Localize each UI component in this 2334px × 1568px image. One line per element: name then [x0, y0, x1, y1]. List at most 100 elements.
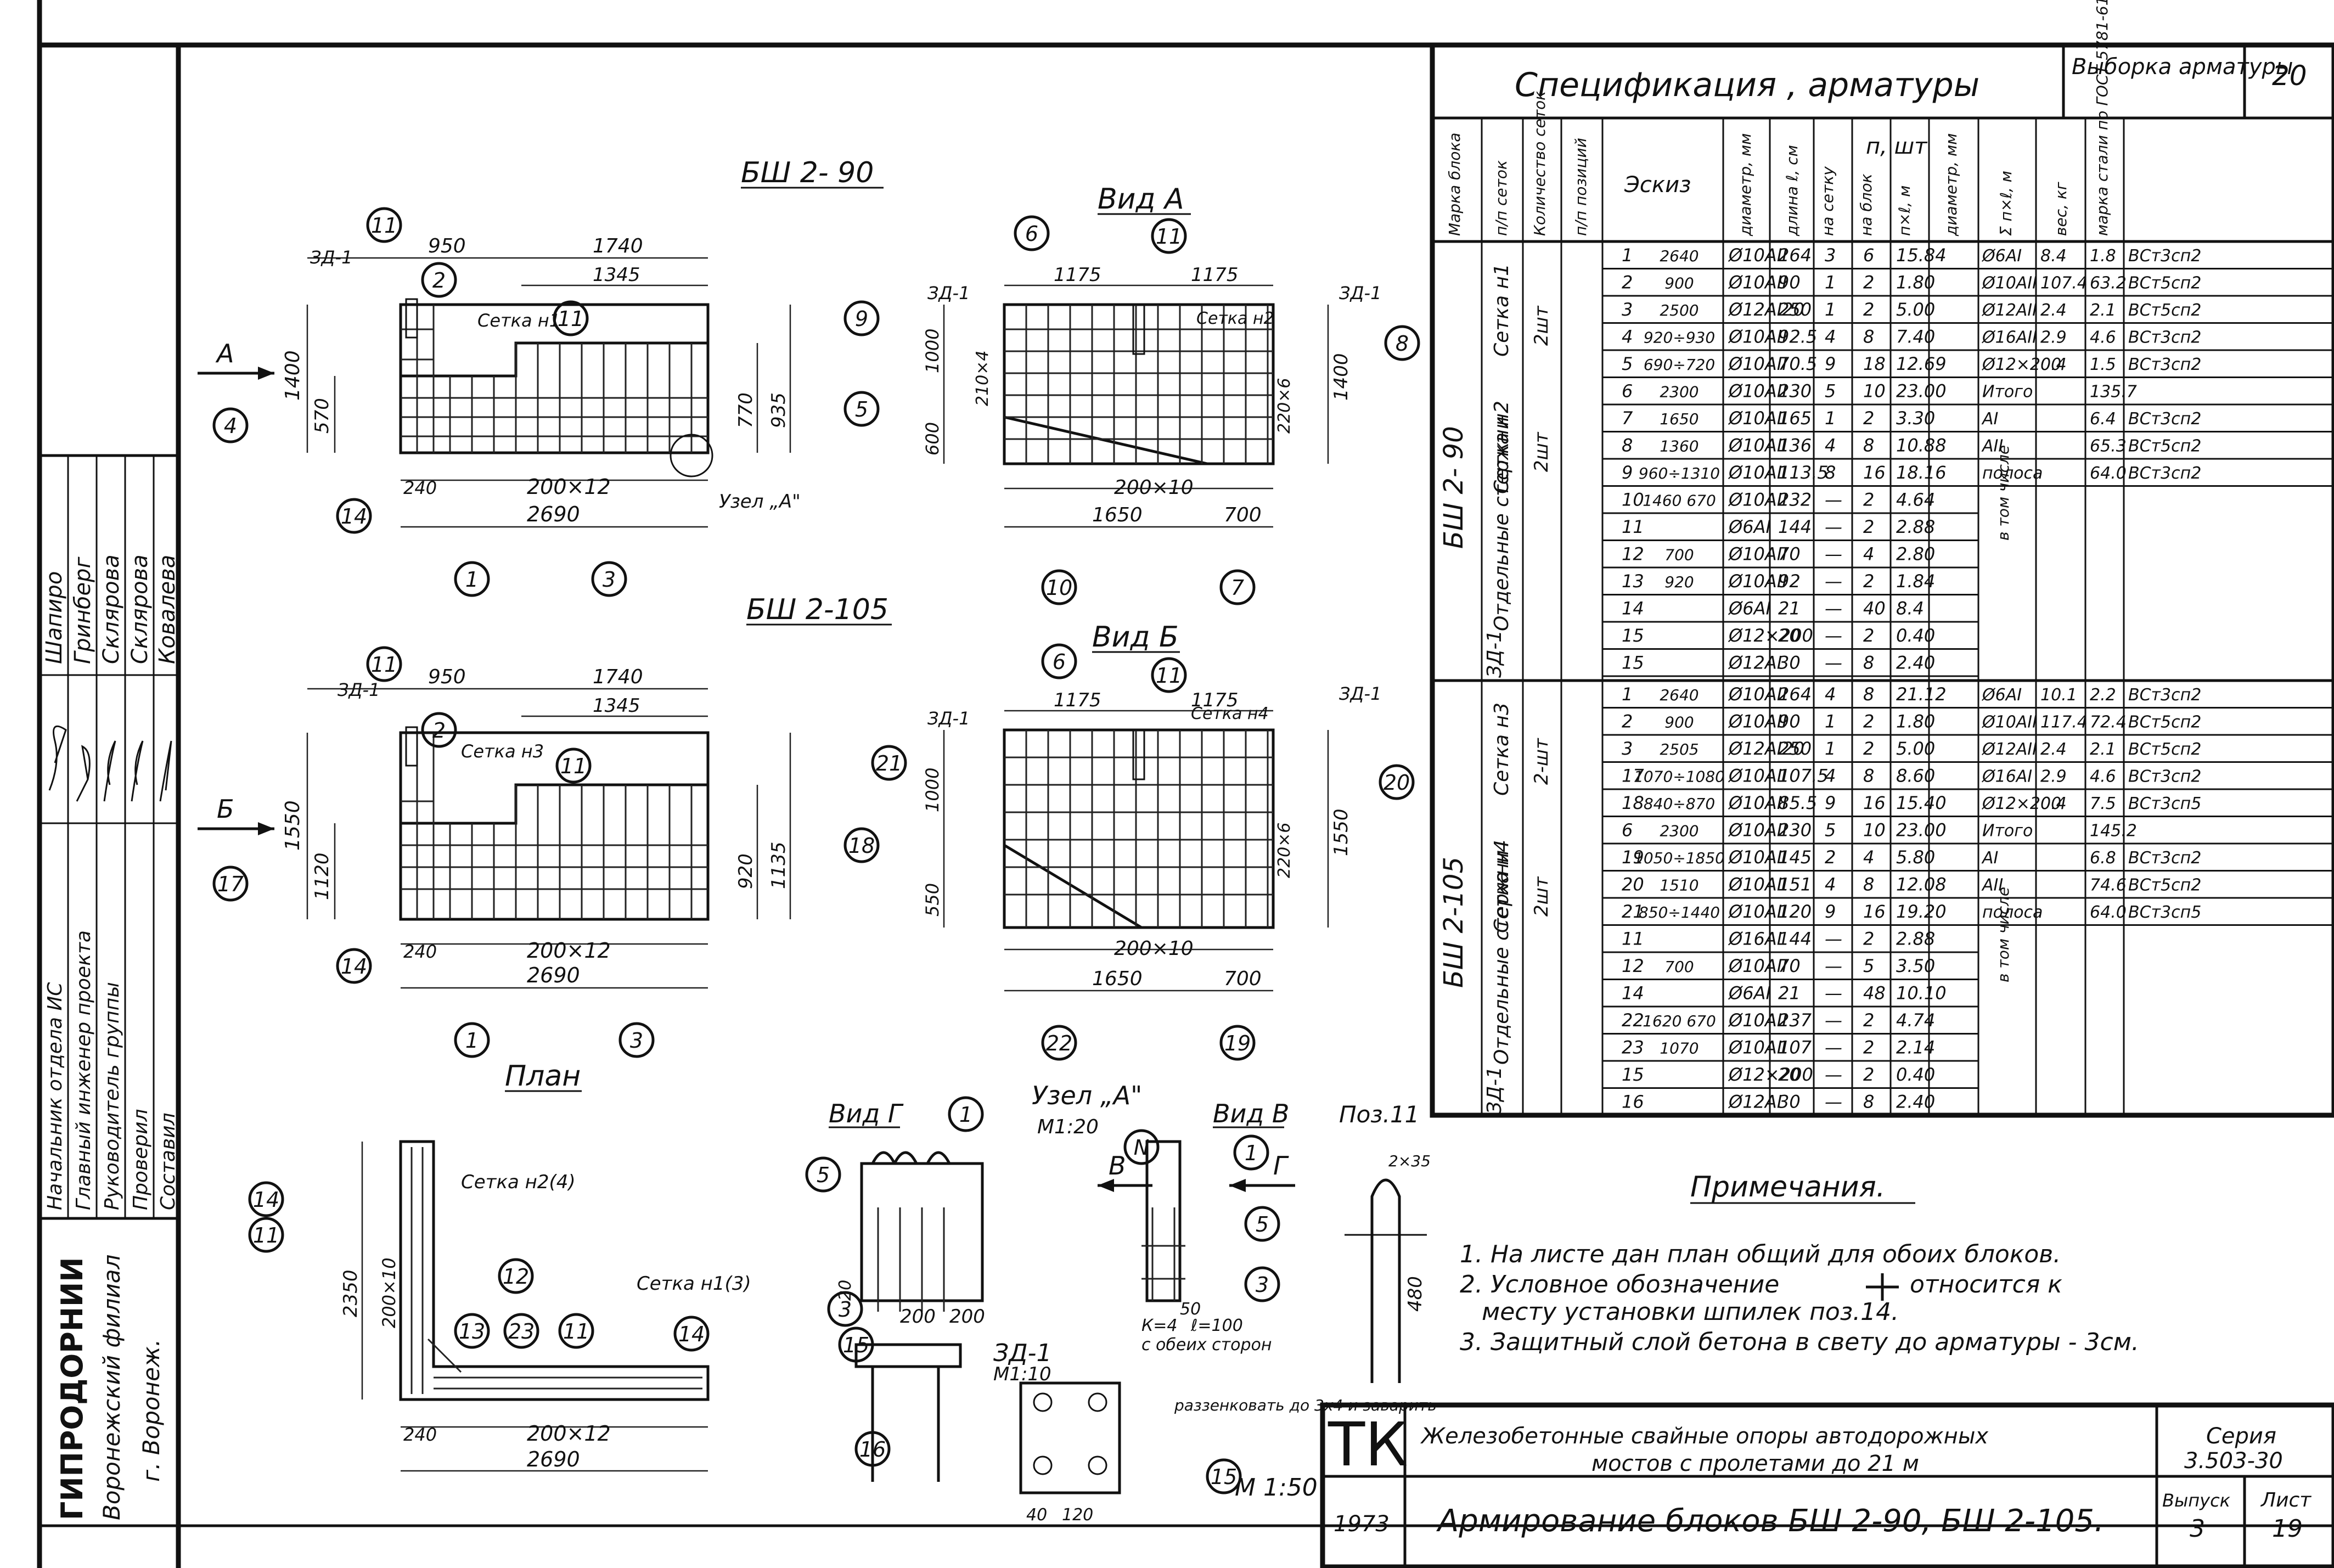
vyb-cell: Ø12×200 [1981, 355, 2061, 374]
stamp-role-1: Начальник отдела ИС [44, 982, 66, 1210]
spec-group-label: Сетка н4 [1491, 840, 1513, 933]
callout-18: 18 [843, 827, 880, 863]
notes: Примечания. 1. На листе дан план общий д… [1460, 1171, 2139, 1356]
callout-number: 11 [560, 754, 587, 778]
spec-cell: 690÷720 [1644, 356, 1715, 374]
spec-cell: 232 [1778, 490, 1812, 510]
spec-cell: Ø10АII [1728, 793, 1787, 813]
vyb-cell: 6.8 [2090, 848, 2116, 868]
spec-cell: Ø12АI [1728, 1092, 1782, 1112]
spec-cell: 145 [1778, 847, 1812, 868]
spec-cell: 920 [1664, 573, 1694, 591]
callout-number: 4 [224, 414, 237, 438]
stamp-org: ГИПРОДОРНИИ [55, 1257, 89, 1520]
spec-cell: 85.5 [1778, 793, 1817, 813]
vyb-cell: Ø12×200 [1981, 794, 2061, 813]
spec-cell: 113.5 [1778, 462, 1829, 483]
arrow-b-label: Б [217, 794, 234, 824]
spec-cell: 900 [1664, 713, 1694, 732]
callout-circle [1244, 1266, 1280, 1302]
label-setka-n1: Сетка н1 [477, 310, 560, 331]
callout-circle [871, 745, 907, 781]
spec-cell: 230 [1778, 820, 1812, 841]
spec-cell: Ø10АII [1728, 272, 1787, 293]
title-poz11: Поз.11 [1339, 1101, 1419, 1128]
tb-seria-val: 3.503-30 [2184, 1448, 2283, 1474]
spec-cell: 2.40 [1896, 653, 1935, 673]
dim-200-g2: 200 [949, 1306, 985, 1328]
dim-1550-vb: 1550 [1330, 808, 1352, 856]
spec-cell: Ø10АII [1728, 847, 1787, 868]
dim-200x10-plan: 200×10 [379, 1257, 400, 1328]
callout-19: 19 [1219, 1025, 1256, 1061]
callout-circle [1379, 764, 1415, 800]
title-bsh105: БШ 2-105 [746, 593, 888, 626]
stamp-role-3: Руководитель группы [101, 982, 123, 1210]
spec-cell: 4 [1825, 327, 1836, 347]
spec-cell: — [1825, 1092, 1842, 1112]
spec-cell: 1 [1622, 245, 1633, 266]
spec-cell: 2300 [1660, 383, 1699, 401]
spec-cell: 1 [1825, 738, 1836, 759]
callout-20: 20 [1379, 764, 1415, 800]
callout-2: 2 [421, 262, 457, 298]
spec-cell: 850÷1440 [1639, 903, 1720, 921]
vyb-cell: 2.4 [2040, 301, 2067, 320]
view-arrows: А Б В Г [198, 339, 1295, 1192]
detail-zd1: раззенковать до 3х4 и заварить 40 120 [854, 1343, 1437, 1525]
dim-l100: ℓ=100 [1190, 1316, 1243, 1335]
callout-1: 1 [454, 561, 490, 597]
dim-k4: К=4 [1141, 1316, 1178, 1335]
callout-number: 10 [1046, 576, 1072, 600]
spec-header: вес, кг [2052, 182, 2070, 236]
label-setka-n4: Сетка н4 [1191, 704, 1269, 723]
vyb-cell: ВСт5сп2 [2128, 713, 2201, 732]
callout-number: 1 [465, 567, 479, 592]
callout-1: 1 [948, 1096, 984, 1132]
spec-cell: 5 [1863, 956, 1874, 976]
dim-1400-a: 1400 [1330, 353, 1352, 401]
callout-number: 1 [959, 1103, 972, 1127]
spec-cell: 22 [1622, 1010, 1644, 1031]
spec-cell: 6 [1863, 245, 1874, 266]
vyb-cell: ВСт5сп2 [2128, 274, 2201, 293]
spec-cell: Ø10АII [1728, 327, 1787, 347]
spec-cell: 1050÷1850 [1634, 849, 1725, 867]
spec-cell: 4 [1825, 766, 1836, 786]
spec-cell: 1620 670 [1643, 1012, 1716, 1030]
spec-cell: 1.84 [1896, 571, 1935, 592]
spec-cell: 165 [1778, 408, 1812, 429]
spec-cell: 2.88 [1896, 929, 1935, 949]
title-bsh90: БШ 2- 90 [741, 156, 874, 189]
spec-cell: Ø10АII [1728, 766, 1787, 786]
callout-23: 23 [503, 1313, 539, 1349]
spec-cell: 10.10 [1896, 983, 1947, 1004]
callout-number: 2 [432, 718, 446, 743]
callout-circle [421, 262, 457, 298]
spec-cell: 11 [1622, 929, 1644, 949]
title-plan: План [505, 1060, 581, 1093]
spec-n-sht: п, шт [1866, 134, 1928, 159]
dim-1000-a: 1000 [922, 329, 943, 373]
spec-cell: 1 [1825, 299, 1836, 320]
spec-cell: 2640 [1660, 686, 1699, 704]
callout-number: 3 [603, 567, 616, 592]
callout-5: 5 [805, 1156, 841, 1193]
spec-cell: 2.40 [1896, 1092, 1935, 1112]
spec-cell: 18 [1622, 793, 1644, 813]
callout-number: 11 [371, 653, 397, 677]
spec-cell: 23.00 [1896, 820, 1947, 841]
spec-cell: 2 [1863, 408, 1874, 429]
spec-cell: 1460 670 [1643, 492, 1716, 510]
left-stamp: Шапиро Гринберг Склярова Склярова Ковале… [40, 454, 180, 1520]
spec-header: Марка блока [1446, 133, 1464, 236]
note-2b: относится к [1910, 1271, 2062, 1299]
dim-1740-b: 1740 [593, 666, 643, 688]
spec-cell: 2 [1863, 571, 1874, 592]
spec-cell: 90 [1778, 711, 1801, 732]
callout-number: 6 [1025, 222, 1038, 246]
callout-circle [1151, 218, 1187, 254]
vyb-cell: 8.4 [2040, 246, 2067, 266]
spec-header: п/п сеток [1492, 160, 1510, 236]
